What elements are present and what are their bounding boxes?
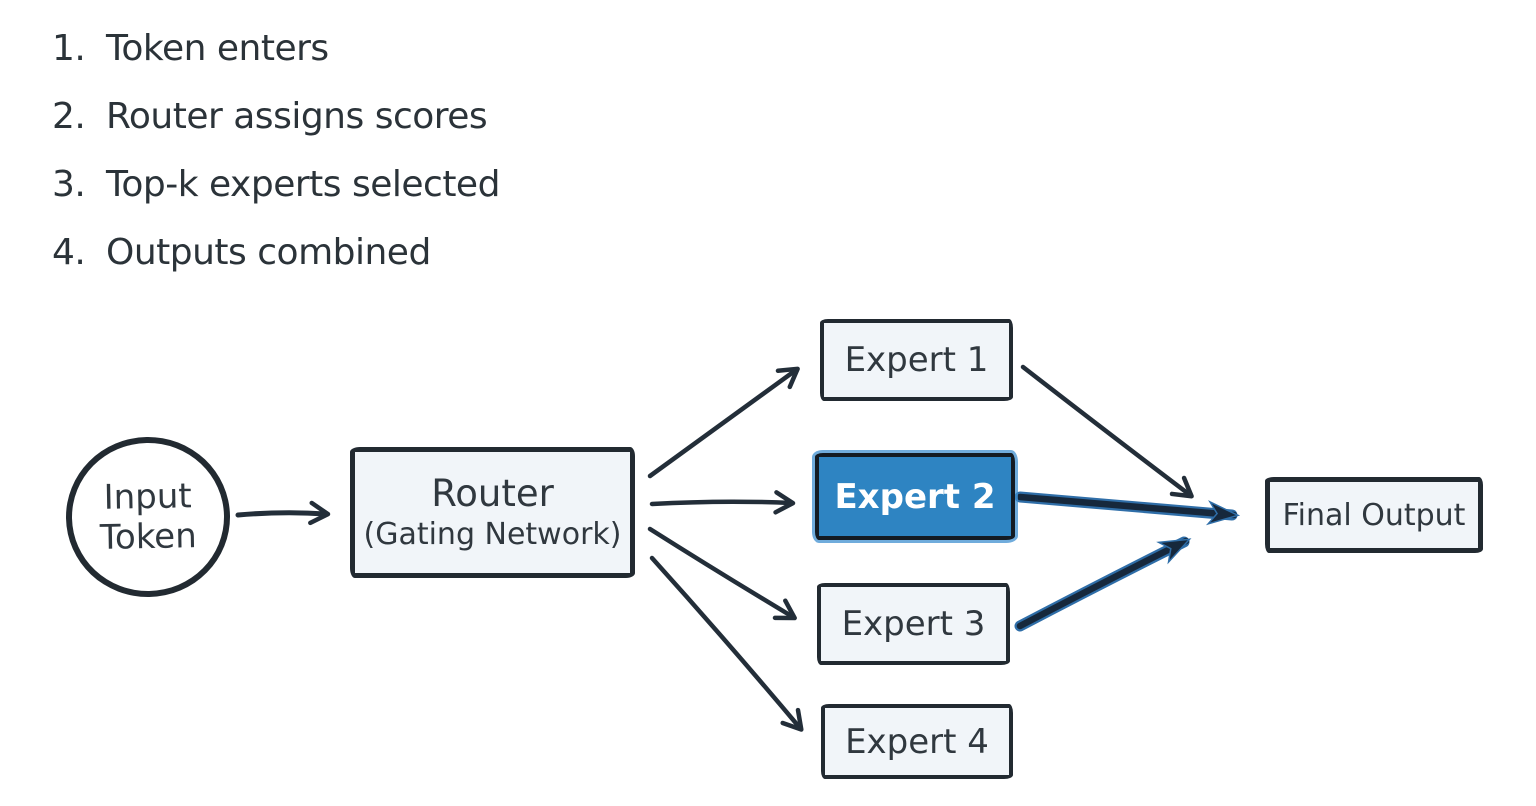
steps-list: 1. Token enters 2. Router assigns scores… xyxy=(52,28,500,300)
step-item-4: 4. Outputs combined xyxy=(52,232,500,300)
edge-input-token-to-router xyxy=(235,500,331,526)
input-token-label-line1: Input xyxy=(103,476,193,518)
edge-expert-1-to-final-output xyxy=(1020,364,1194,499)
expert-2-label: Expert 2 xyxy=(834,476,996,517)
expert-4-label: Expert 4 xyxy=(845,721,989,762)
node-router: Router (Gating Network) xyxy=(350,447,635,578)
expert-1-label: Expert 1 xyxy=(844,340,989,380)
edge-expert-3-to-final-output xyxy=(1016,537,1192,630)
step-text: Token enters xyxy=(106,28,329,69)
step-number: 4. xyxy=(52,232,86,273)
step-text: Top-k experts selected xyxy=(106,164,500,205)
node-expert-4: Expert 4 xyxy=(821,704,1013,779)
final-output-label: Final Output xyxy=(1282,497,1466,533)
node-expert-1: Expert 1 xyxy=(820,319,1013,401)
edge-expert-2-to-final-output xyxy=(1016,493,1241,526)
edge-router-to-expert-2 xyxy=(649,490,796,515)
step-number: 3. xyxy=(52,164,86,205)
router-sublabel: (Gating Network) xyxy=(363,516,622,552)
step-text: Router assigns scores xyxy=(106,96,488,137)
edge-router-to-expert-3 xyxy=(647,526,797,621)
node-final-output: Final Output xyxy=(1265,477,1483,553)
step-item-2: 2. Router assigns scores xyxy=(52,96,500,164)
step-text: Outputs combined xyxy=(106,232,431,273)
step-item-3: 3. Top-k experts selected xyxy=(52,164,500,232)
node-expert-2-selected: Expert 2 xyxy=(815,453,1015,540)
edge-router-to-expert-1 xyxy=(647,366,800,479)
step-number: 1. xyxy=(52,28,86,69)
edge-router-to-expert-4 xyxy=(649,555,804,732)
input-token-label-line2: Token xyxy=(99,516,198,558)
router-label: Router xyxy=(431,471,554,515)
node-expert-3: Expert 3 xyxy=(817,583,1010,665)
step-item-1: 1. Token enters xyxy=(52,28,500,96)
step-number: 2. xyxy=(52,96,86,137)
expert-3-label: Expert 3 xyxy=(841,604,986,644)
